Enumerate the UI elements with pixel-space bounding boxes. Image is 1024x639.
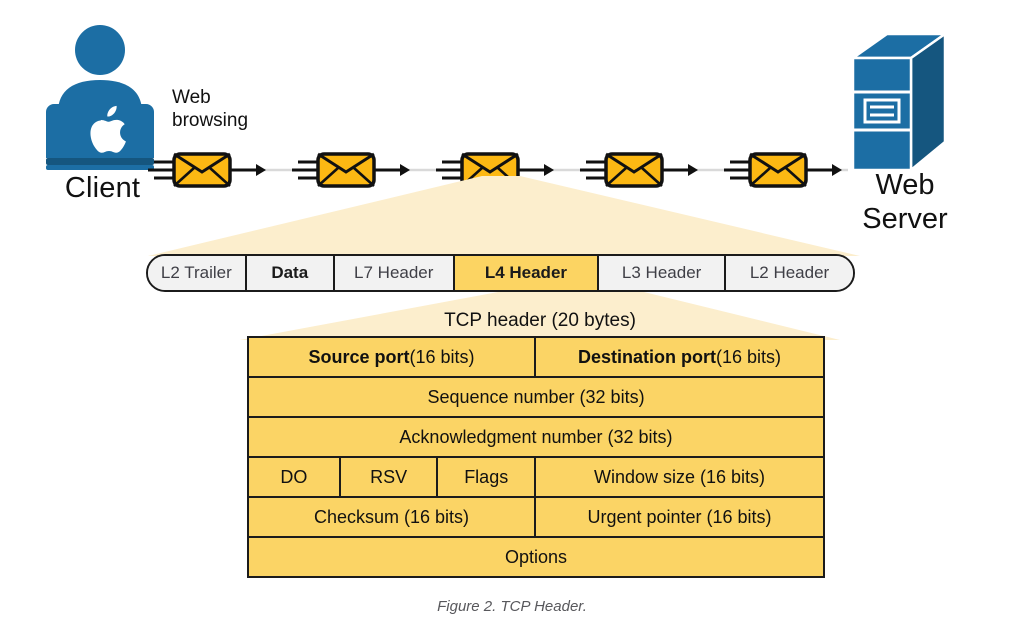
tcp-field-checksum[interactable]: Checksum (16 bits) — [249, 498, 536, 536]
table-row: DO RSV Flags Window size (16 bits) — [249, 458, 823, 498]
zoom-funnel-envelope-to-packet — [148, 176, 860, 256]
table-row: Source port (16 bits) Destination port (… — [249, 338, 823, 378]
table-row: Options — [249, 538, 823, 576]
encapsulated-packet-bar: L2 Trailer Data L7 Header L4 Header L3 H… — [146, 254, 855, 292]
tcp-field-source-port-size: (16 bits) — [409, 346, 475, 367]
apple-logo-icon — [90, 105, 126, 153]
tcp-field-urgent-pointer[interactable]: Urgent pointer (16 bits) — [536, 498, 823, 536]
packet-cell-l4-header[interactable]: L4 Header — [454, 256, 600, 290]
tcp-field-sequence-number[interactable]: Sequence number (32 bits) — [249, 378, 823, 416]
server-label-line1: Web — [875, 169, 935, 201]
tcp-field-window-size[interactable]: Window size (16 bits) — [535, 458, 823, 496]
web-browsing-line1: Web — [172, 87, 211, 108]
tcp-field-reserved[interactable]: RSV — [340, 458, 439, 496]
packet-cell-l2-trailer[interactable]: L2 Trailer — [148, 256, 247, 290]
tcp-field-destination-port[interactable]: Destination port (16 bits) — [536, 338, 823, 376]
table-row: Sequence number (32 bits) — [249, 378, 823, 418]
tcp-field-flags[interactable]: Flags — [438, 458, 536, 496]
tcp-field-destination-port-size: (16 bits) — [715, 346, 782, 367]
server-label-line2: Server — [862, 203, 948, 235]
tcp-header-title: TCP header (20 bytes) — [444, 310, 636, 331]
zoom-funnel-l4-to-tcp-table — [240, 292, 840, 340]
packet-cell-l2-header[interactable]: L2 Header — [726, 256, 853, 290]
web-browsing-annotation: Web browsing — [172, 86, 248, 132]
tcp-field-source-port-name: Source port — [308, 346, 410, 367]
table-row: Checksum (16 bits) Urgent pointer (16 bi… — [249, 498, 823, 538]
server-label: Web Server — [830, 168, 980, 236]
packet-cell-l3-header[interactable]: L3 Header — [599, 256, 727, 290]
packet-cell-l7-header[interactable]: L7 Header — [334, 256, 455, 290]
tcp-header-table: Source port (16 bits) Destination port (… — [247, 336, 825, 578]
packet-flow — [140, 142, 852, 188]
server-tower-icon — [845, 30, 955, 175]
tcp-field-options[interactable]: Options — [249, 538, 823, 576]
packet-cell-data[interactable]: Data — [246, 256, 335, 290]
client-icon — [40, 24, 160, 172]
client-label: Client — [64, 172, 141, 204]
tcp-field-data-offset[interactable]: DO — [249, 458, 341, 496]
tcp-field-destination-port-name: Destination port — [577, 346, 716, 367]
figure-caption: Figure 2. TCP Header. — [437, 598, 587, 615]
table-row: Acknowledgment number (32 bits) — [249, 418, 823, 458]
web-browsing-line2: browsing — [172, 110, 249, 131]
tcp-field-source-port[interactable]: Source port (16 bits) — [249, 338, 536, 376]
tcp-field-acknowledgment-number[interactable]: Acknowledgment number (32 bits) — [249, 418, 823, 456]
